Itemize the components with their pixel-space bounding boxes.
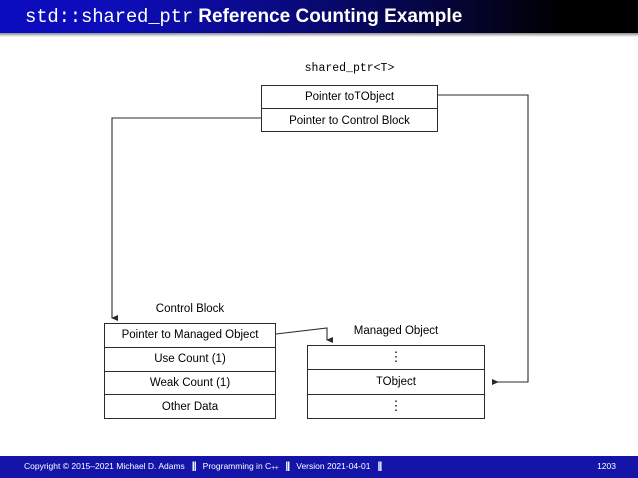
shared-ptr-box: Pointer to T Object Pointer to Control B…	[261, 85, 438, 132]
shared-ptr-row-pointer-to-control-block: Pointer to Control Block	[262, 109, 437, 132]
slide-title-bar	[0, 0, 638, 33]
title-bar-shadow	[0, 33, 638, 37]
footer-course: Programming in C++	[203, 460, 279, 475]
control-block-row-use-count: Use Count (1)	[105, 348, 275, 372]
control-block-row-pointer-to-managed-object: Pointer to Managed Object	[105, 324, 275, 348]
row-text-post: Object	[360, 91, 395, 103]
shared-ptr-row-pointer-to-t-object: Pointer to T Object	[262, 86, 437, 109]
control-block-box: Pointer to Managed Object Use Count (1) …	[104, 323, 276, 419]
footer-separator-3: ||	[377, 460, 382, 472]
footer-copyright: Copyright © 2015–2021 Michael D. Adams	[24, 461, 185, 471]
control-block-caption: Control Block	[155, 303, 225, 315]
shared-ptr-reference-counting-diagram: shared_ptr<T> Pointer to T Object Pointe…	[0, 37, 638, 451]
control-block-row-other-data: Other Data	[161, 401, 219, 414]
slide-content: shared_ptr<T> Pointer to T Object Pointe…	[0, 37, 638, 451]
row-text-pre: Pointer to	[304, 91, 355, 103]
footer-page-number: 1203	[597, 461, 616, 471]
footer-version: Version 2021-04-01	[296, 461, 371, 471]
page-title: std::shared_ptr Reference Counting Examp…	[25, 3, 462, 31]
managed-object-row-ellipsis-bottom: ⋮	[308, 395, 484, 419]
page-title-code: std::shared_ptr	[25, 6, 194, 28]
row-text-type: T	[354, 91, 361, 103]
footer-info: Copyright © 2015–2021 Michael D. Adams |…	[24, 460, 388, 475]
vertical-ellipsis-icon: ⋮	[389, 397, 403, 413]
diagram-connectors	[111, 94, 529, 385]
footer-separator-1: ||	[191, 460, 197, 472]
row-text-pre: Pointer to Control Block	[289, 114, 410, 127]
vertical-ellipsis-icon: ⋮	[389, 348, 403, 364]
footer-separator-2: ||	[285, 460, 290, 472]
footer-divider	[0, 455, 638, 456]
managed-object-row-t-object: T Object	[308, 370, 484, 395]
page-title-text: Reference Counting Example	[193, 6, 463, 27]
managed-object-caption: Managed Object	[353, 325, 439, 337]
managed-object-box: ⋮ T Object ⋮	[307, 345, 485, 419]
footer-course-suffix: ++	[271, 465, 279, 472]
footer-course-name: Programming in C	[202, 461, 272, 471]
shared-ptr-caption: shared_ptr<T>	[304, 62, 395, 75]
row-text-type: T	[376, 375, 383, 388]
managed-object-row-ellipsis-top: ⋮	[308, 346, 484, 371]
control-block-row-weak-count: Weak Count (1)	[105, 372, 275, 396]
wire-control-block-to-managed-object	[275, 327, 333, 343]
wire-ptr-to-t-object	[438, 94, 529, 385]
slide-footer: Copyright © 2015–2021 Michael D. Adams |…	[0, 455, 638, 478]
wire-ptr-to-control-block	[111, 117, 261, 321]
row-text-post: Object	[382, 375, 416, 388]
